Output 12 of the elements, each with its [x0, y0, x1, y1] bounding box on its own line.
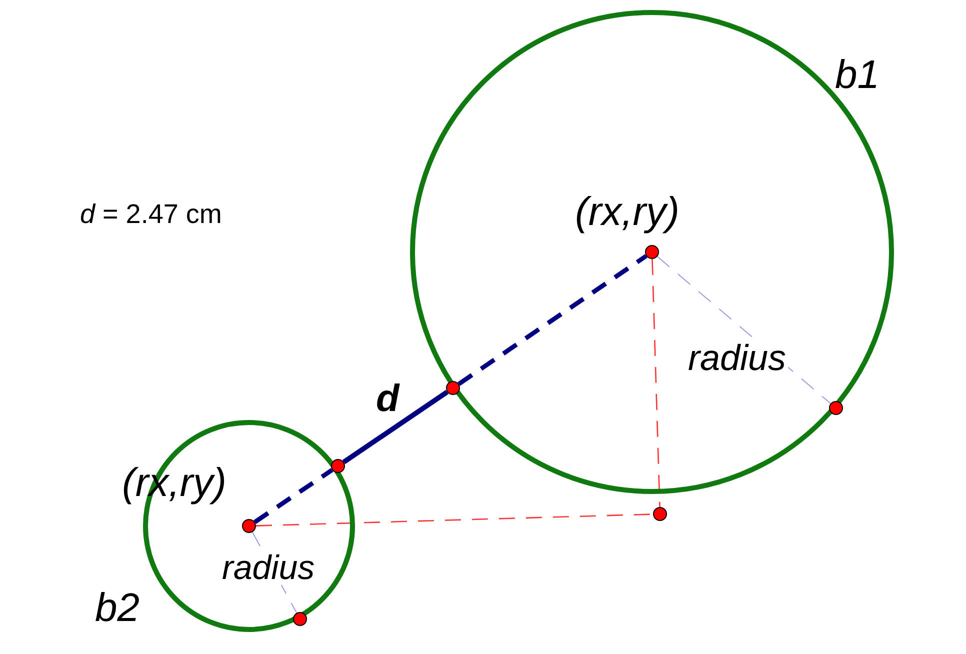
dashed-line: [254, 468, 334, 524]
circle-label: b1: [835, 55, 880, 95]
line-segment: [342, 390, 449, 464]
point-marker: [242, 519, 256, 533]
point-marker: [653, 507, 667, 521]
dashed-line: [458, 254, 648, 386]
circle-label: b2: [95, 588, 140, 628]
edge-label: radius: [220, 551, 317, 585]
coordinate-label: (rx,ry): [575, 192, 680, 232]
point-marker: [645, 245, 659, 259]
dashed-line: [652, 258, 660, 508]
measurement-label: d = 2.47 cm: [80, 201, 222, 228]
